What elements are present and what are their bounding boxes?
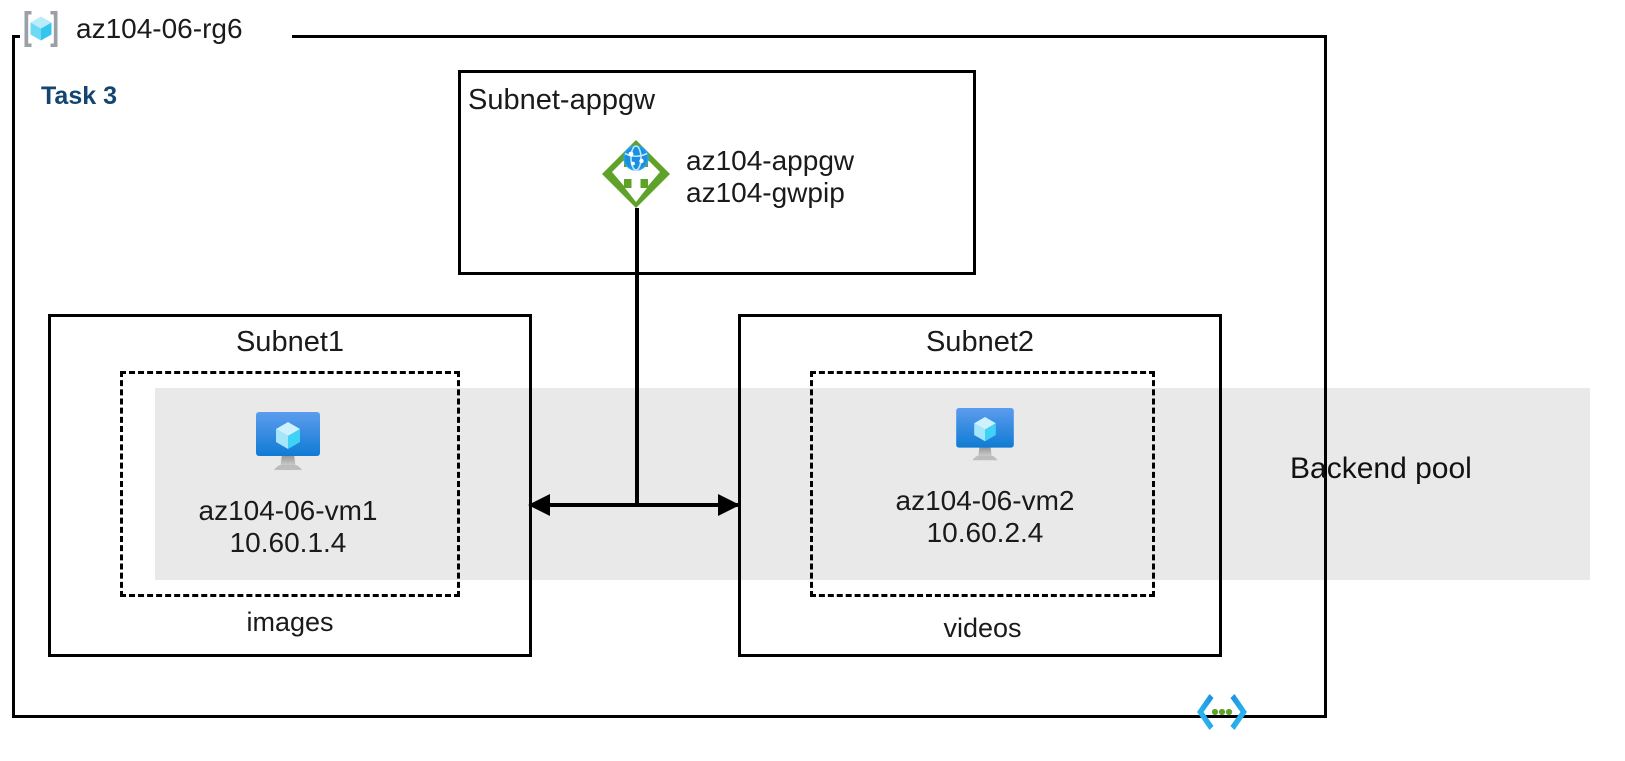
subnet1-title: Subnet1 (235, 326, 345, 358)
app-gateway-name: az104-appgw (686, 145, 855, 177)
subnet1-storage-label: images (246, 607, 334, 637)
subnet2-storage-label: videos (943, 613, 1022, 643)
app-gateway-node: az104-appgw az104-gwpip (598, 136, 854, 217)
virtual-machine-icon (248, 404, 328, 485)
resource-group-cube-icon (18, 6, 64, 52)
vm1-name: az104-06-vm1 (198, 495, 378, 526)
resource-group-name: az104-06-rg6 (76, 13, 243, 44)
resource-group-box (12, 35, 1327, 718)
resource-group-header: az104-06-rg6 (18, 6, 243, 52)
subnet2-dashed-group (810, 371, 1155, 597)
application-gateway-icon (598, 136, 674, 217)
resource-group-title-gap (20, 26, 292, 44)
vm1-labels: az104-06-vm1 10.60.1.4 (199, 495, 378, 560)
vm1-ip: 10.60.1.4 (229, 527, 347, 559)
task-label: Task 3 (41, 82, 117, 110)
subnet1-box (48, 314, 532, 657)
virtual-machine-icon (949, 400, 1021, 475)
subnet-appgw-box (458, 70, 976, 275)
subnet2-box (738, 314, 1222, 657)
code-brackets-icon (1196, 690, 1248, 734)
arrowhead-right-icon (718, 494, 740, 516)
vm2-node: az104-06-vm2 10.60.2.4 (875, 400, 1095, 550)
backend-pool-label: Backend pool (1290, 452, 1472, 485)
vm2-labels: az104-06-vm2 10.60.2.4 (896, 485, 1075, 550)
backend-pool-band (155, 388, 1590, 580)
subnet2-title: Subnet2 (925, 326, 1035, 358)
subnet-appgw-title: Subnet-appgw (468, 84, 656, 116)
vm1-node: az104-06-vm1 10.60.1.4 (178, 404, 398, 560)
arrowhead-left-icon (528, 494, 550, 516)
gateway-public-ip-name: az104-gwpip (686, 176, 845, 208)
subnet-link-arrow-line (532, 503, 740, 507)
vm2-ip: 10.60.2.4 (926, 517, 1044, 549)
vm2-name: az104-06-vm2 (895, 485, 1075, 516)
subnet1-dashed-group (120, 371, 460, 597)
app-gateway-labels: az104-appgw az104-gwpip (686, 145, 854, 208)
appgw-vertical-connector (635, 208, 639, 505)
